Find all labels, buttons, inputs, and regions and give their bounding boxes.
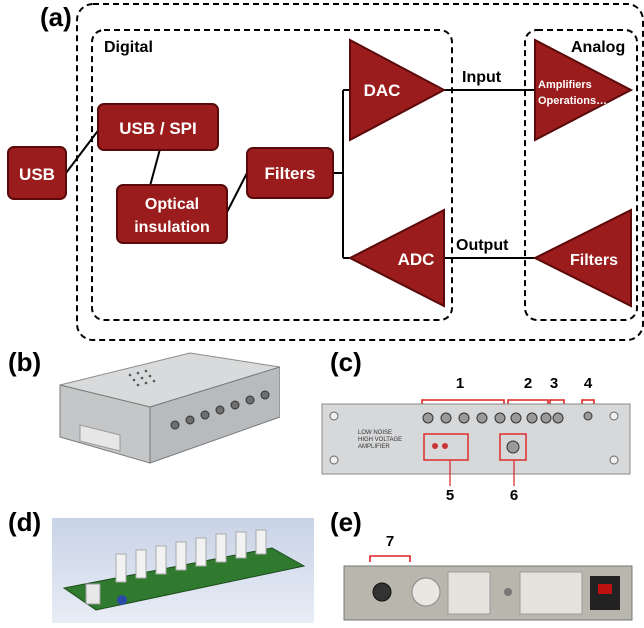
optical-label-line2: insulation — [134, 219, 210, 236]
adc-triangle — [347, 208, 445, 308]
panel-label-e: (e) — [330, 507, 362, 537]
usb-block — [7, 146, 67, 200]
dac-triangle — [349, 38, 447, 142]
device-text-line1: LOW NOISE — [358, 430, 392, 436]
analog-frame — [524, 29, 638, 321]
panel-label-b: (b) — [8, 347, 42, 377]
digital-filters-block — [246, 147, 334, 199]
usb-label: USB — [19, 165, 55, 184]
analog-filters-triangle — [532, 208, 632, 308]
block-diagram: Digital Analog USB USB / SPI Optical ins… — [7, 3, 644, 341]
front-panel-photo-c: 1 2 3 4 LOW NOISE HIGH VOLTAGE AMPLIFIER… — [321, 375, 631, 504]
callout-3: 3 — [550, 375, 558, 392]
optical-label-line1: Optical — [145, 196, 199, 213]
amplifiers-label-line2: Operations… — [538, 95, 607, 107]
output-label: Output — [456, 237, 509, 254]
outer-frame — [76, 3, 644, 341]
amplifiers-label-line1: Amplifiers — [538, 79, 592, 91]
callout-7: 7 — [386, 533, 394, 550]
input-label: Input — [462, 69, 502, 86]
device-text-line3: AMPLIFIER — [358, 444, 390, 450]
pcb-render-d — [52, 518, 314, 623]
callout-6: 6 — [510, 487, 518, 504]
digital-label: Digital — [104, 39, 153, 56]
callout-4: 4 — [584, 375, 593, 392]
optical-insulation-block — [116, 184, 228, 244]
device-text-line2: HIGH VOLTAGE — [358, 437, 402, 443]
panel-label-a: (a) — [40, 2, 72, 32]
panel-label-c: (c) — [330, 347, 362, 377]
panel-label-d: (d) — [8, 507, 42, 537]
dac-label: DAC — [364, 81, 401, 100]
adc-label: ADC — [398, 250, 435, 269]
device-photo-b — [59, 352, 280, 464]
usb-spi-label: USB / SPI — [119, 119, 196, 138]
callout-5: 5 — [446, 487, 454, 504]
callout-2: 2 — [524, 375, 532, 392]
analog-label: Analog — [571, 39, 625, 56]
amplifiers-triangle — [534, 38, 634, 142]
callout-1: 1 — [456, 375, 464, 392]
usb-spi-block — [97, 103, 219, 151]
analog-filters-label: Filters — [570, 252, 618, 269]
connector-lines — [65, 89, 535, 259]
rear-panel-photo-e: 7 — [343, 533, 633, 621]
digital-filters-label: Filters — [264, 164, 315, 183]
